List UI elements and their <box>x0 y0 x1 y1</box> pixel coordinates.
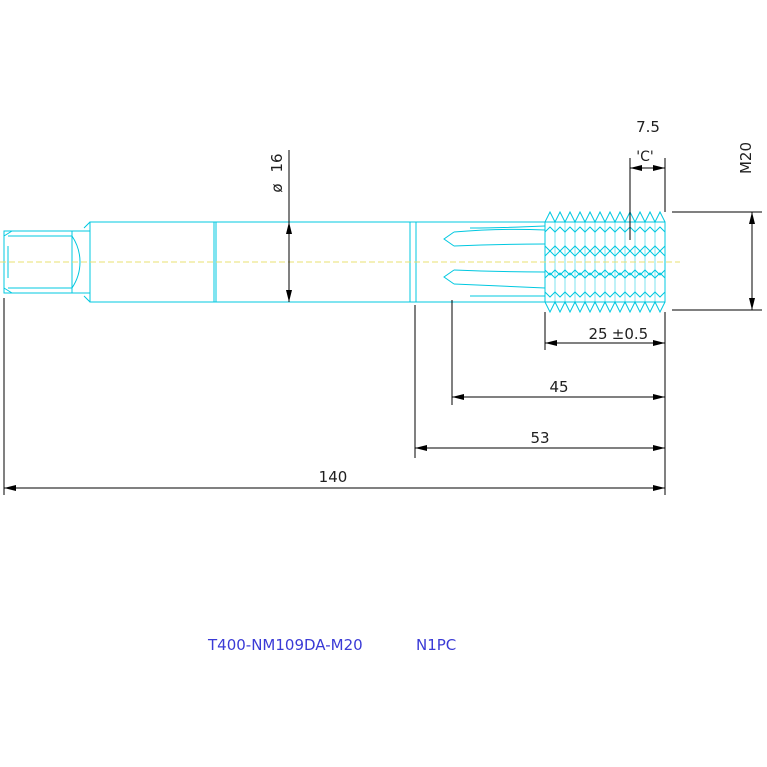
chamfer-length-label: 7.5 <box>636 118 660 136</box>
tap-body <box>0 210 680 314</box>
thread-size-label: M20 <box>737 142 755 174</box>
neck-length-label: 53 <box>530 429 549 447</box>
thread-tooth-row <box>544 300 666 314</box>
part-number: T400-NM109DA-M20 <box>207 636 363 654</box>
thread-length-label: 25 <box>588 325 607 343</box>
overall-length-label: 140 <box>319 468 348 486</box>
drive-chamfer <box>3 230 13 294</box>
neck <box>416 221 545 303</box>
dimension-lines <box>3 150 762 495</box>
drive-flat <box>8 235 81 289</box>
flute-2 <box>453 269 546 273</box>
flute-1 <box>453 228 546 233</box>
diameter-symbol: ø <box>268 183 286 192</box>
flute-length-label: 45 <box>549 378 568 396</box>
chamfer-c-label: 'C' <box>636 149 653 165</box>
shank-diameter-label: 16 <box>268 153 286 172</box>
thread-tooth-row <box>544 210 666 224</box>
thread-tolerance-label: ±0.5 <box>612 325 648 343</box>
quantity-label: N1PC <box>416 636 456 654</box>
